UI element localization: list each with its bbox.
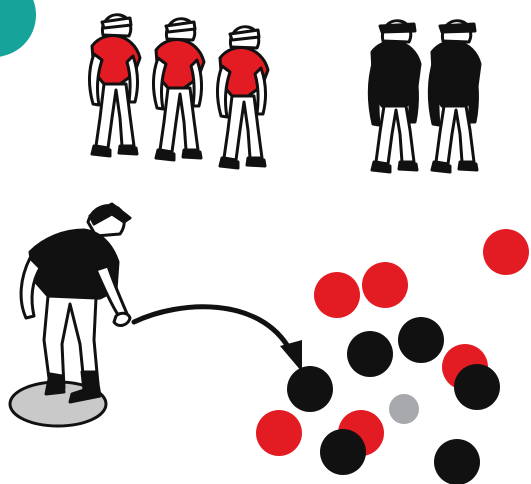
red-ball xyxy=(483,229,529,275)
black-ball xyxy=(434,439,480,484)
red-ball xyxy=(362,262,408,308)
red-player-3 xyxy=(215,25,270,170)
arrow-head-icon xyxy=(280,340,302,372)
red-player-1 xyxy=(87,13,142,158)
red-ball xyxy=(256,410,302,456)
balls-cluster xyxy=(256,229,529,484)
black-ball xyxy=(320,429,366,475)
black-ball xyxy=(454,364,500,410)
black-player-2 xyxy=(427,19,482,174)
black-player-1 xyxy=(367,19,422,174)
red-ball xyxy=(314,272,360,318)
black-ball xyxy=(287,366,333,412)
red-team xyxy=(87,13,270,170)
throw-arrow xyxy=(131,304,302,372)
black-ball xyxy=(347,331,393,377)
thrower xyxy=(19,202,132,404)
corner-badge xyxy=(0,0,36,57)
black-ball xyxy=(398,317,444,363)
red-player-2 xyxy=(151,17,206,162)
jack-ball xyxy=(389,394,419,424)
black-team xyxy=(367,19,482,174)
